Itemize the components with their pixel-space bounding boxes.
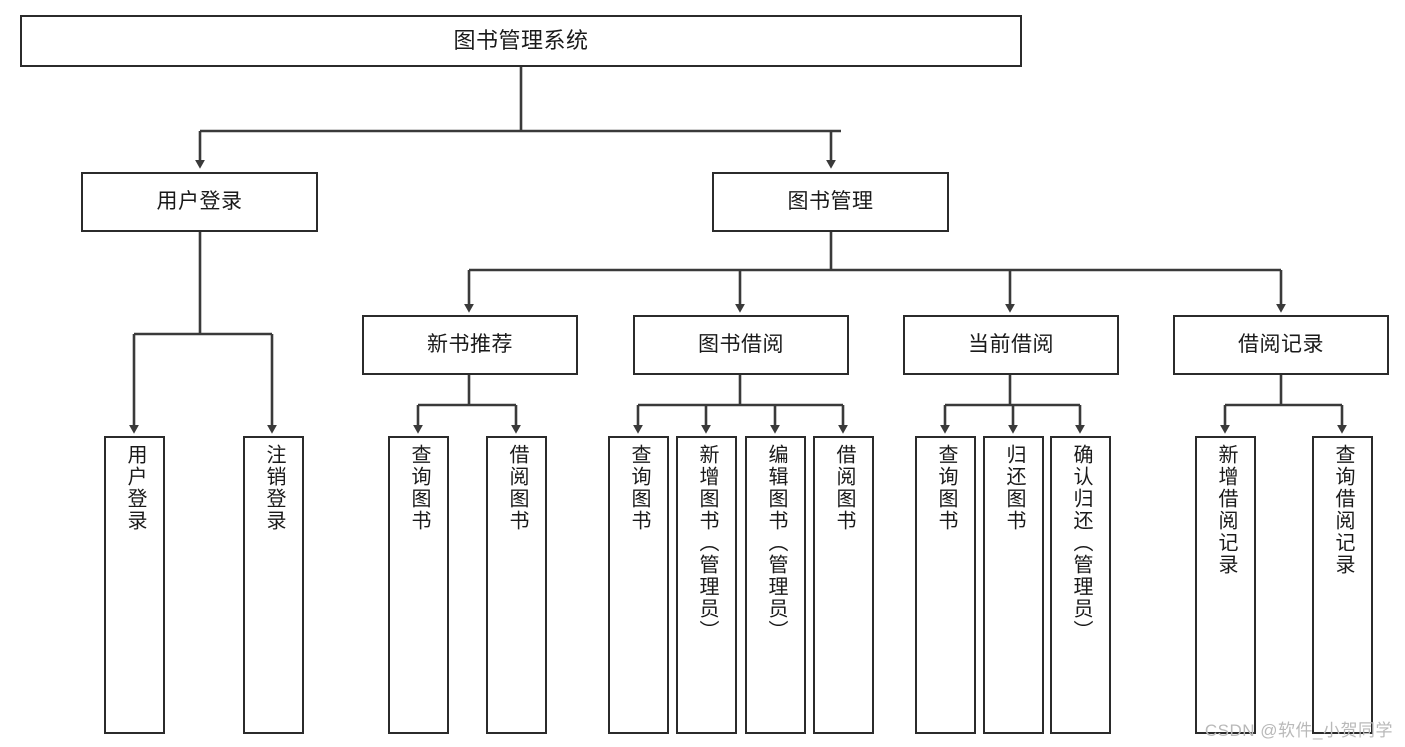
node-leaf-query-book-3[interactable]: 查询图书 [915,436,976,734]
node-leaf-query-book-1-label: 查询图书 [408,444,430,532]
node-leaf-logout-label: 注销登录 [263,444,285,532]
node-user-login-label: 用户登录 [156,190,243,214]
node-leaf-borrow-book-2[interactable]: 借阅图书 [813,436,874,734]
node-leaf-add-book-label: 新增图书（管理员） [696,444,718,642]
node-leaf-confirm-return-label: 确认归还（管理员） [1070,444,1092,642]
node-borrow-record[interactable]: 借阅记录 [1173,315,1389,375]
node-leaf-return-book[interactable]: 归还图书 [983,436,1044,734]
csdn-watermark: CSDN @软件_小贺同学 [1204,721,1393,740]
node-leaf-return-book-label: 归还图书 [1003,444,1025,532]
node-leaf-query-book-2-label: 查询图书 [628,444,650,532]
node-book-borrow[interactable]: 图书借阅 [633,315,849,375]
node-leaf-query-borrow-record[interactable]: 查询借阅记录 [1312,436,1373,734]
node-leaf-add-book[interactable]: 新增图书（管理员） [676,436,737,734]
node-leaf-add-borrow-record-label: 新增借阅记录 [1215,444,1237,576]
node-new-book-recommend[interactable]: 新书推荐 [362,315,578,375]
node-user-login[interactable]: 用户登录 [81,172,318,232]
node-leaf-query-borrow-record-label: 查询借阅记录 [1332,444,1354,576]
node-leaf-user-login[interactable]: 用户登录 [104,436,165,734]
node-book-borrow-label: 图书借阅 [698,333,784,357]
node-leaf-user-login-label: 用户登录 [124,444,146,532]
node-leaf-borrow-book-2-label: 借阅图书 [833,444,855,532]
node-leaf-borrow-book-1[interactable]: 借阅图书 [486,436,547,734]
node-borrow-record-label: 借阅记录 [1238,333,1324,357]
node-book-management-label: 图书管理 [787,190,874,214]
node-leaf-logout[interactable]: 注销登录 [243,436,304,734]
node-current-borrow-label: 当前借阅 [968,333,1054,357]
node-book-management[interactable]: 图书管理 [712,172,949,232]
node-leaf-edit-book-label: 编辑图书（管理员） [765,444,787,642]
node-leaf-query-book-1[interactable]: 查询图书 [388,436,449,734]
node-root-label: 图书管理系统 [453,27,589,53]
node-leaf-query-book-3-label: 查询图书 [935,444,957,532]
node-leaf-add-borrow-record[interactable]: 新增借阅记录 [1195,436,1256,734]
node-leaf-edit-book[interactable]: 编辑图书（管理员） [745,436,806,734]
node-root-system[interactable]: 图书管理系统 [20,15,1022,67]
node-new-book-recommend-label: 新书推荐 [427,333,513,357]
node-leaf-confirm-return[interactable]: 确认归还（管理员） [1050,436,1111,734]
node-current-borrow[interactable]: 当前借阅 [903,315,1119,375]
node-leaf-borrow-book-1-label: 借阅图书 [506,444,528,532]
node-leaf-query-book-2[interactable]: 查询图书 [608,436,669,734]
